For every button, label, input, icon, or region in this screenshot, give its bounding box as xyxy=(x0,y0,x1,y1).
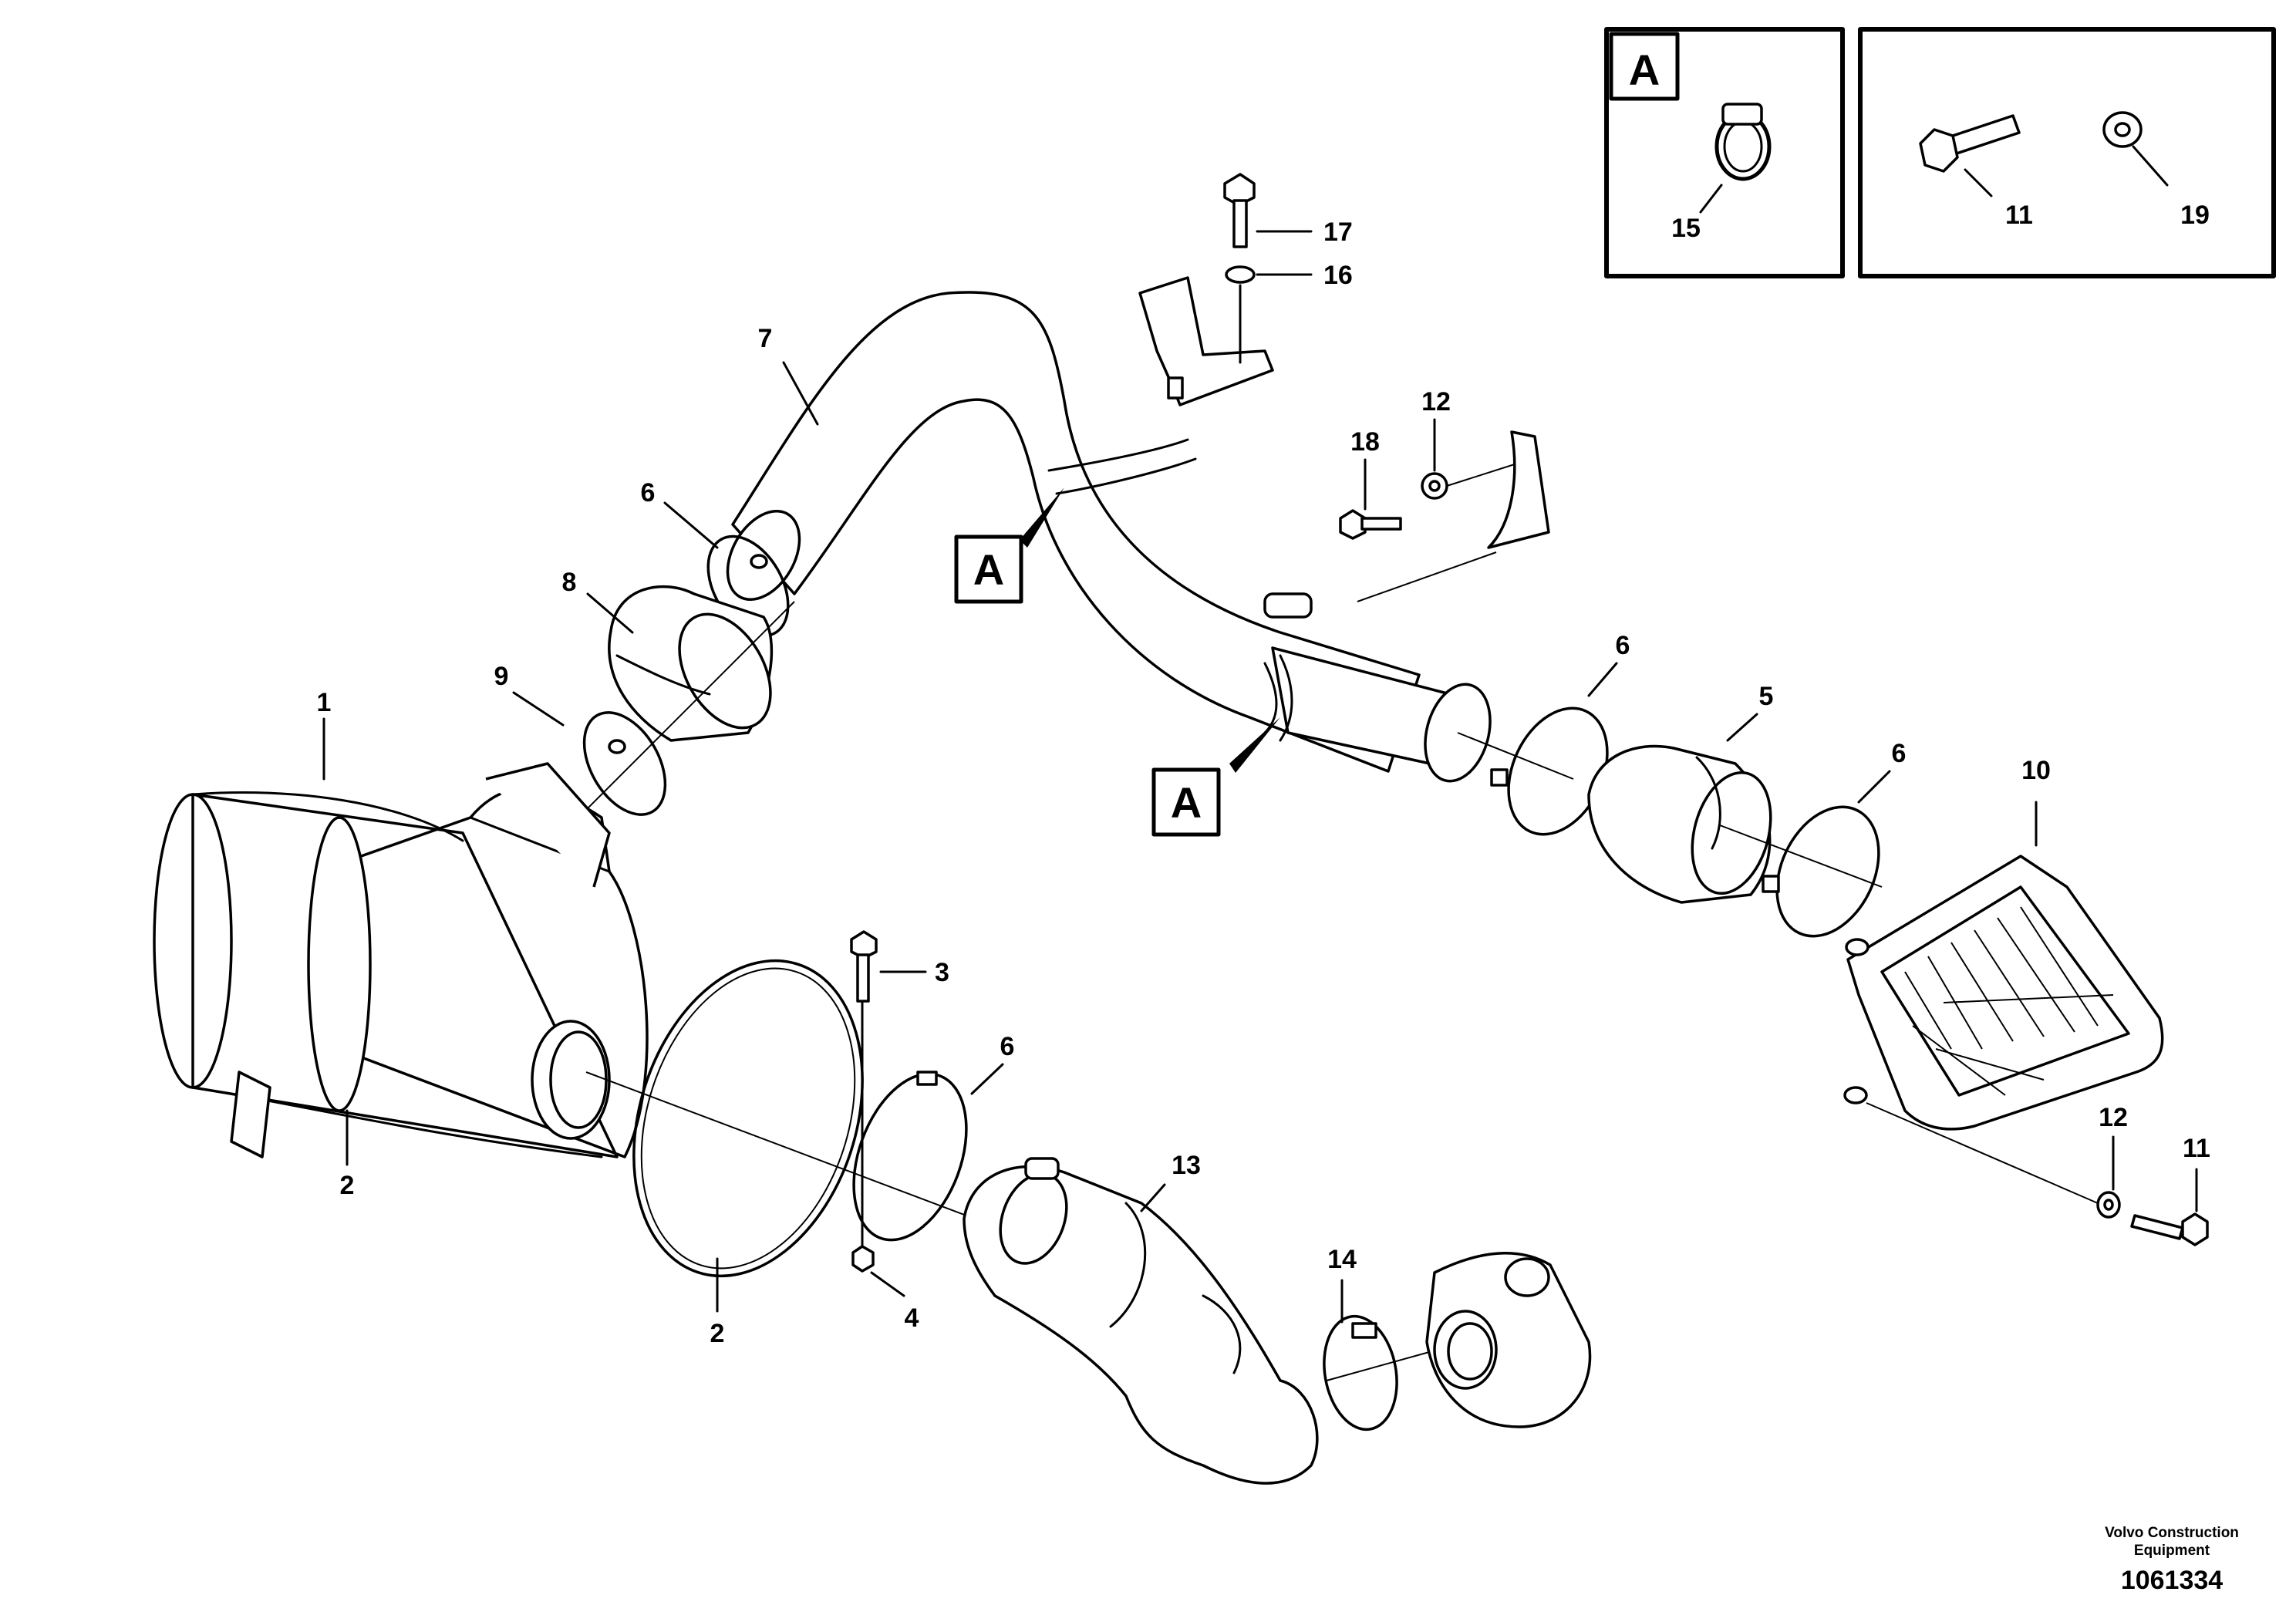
callout-6-right: 6 xyxy=(1616,631,1630,660)
detail-box-fasteners: 11 19 xyxy=(1858,27,2276,278)
mounting-bracket xyxy=(1138,276,1274,406)
callout-2-left: 2 xyxy=(340,1171,355,1200)
callout-8: 8 xyxy=(562,568,577,597)
rubber-hose-8 xyxy=(608,585,774,742)
callout-12-upper: 12 xyxy=(1421,387,1451,416)
callout-15: 15 xyxy=(1671,214,1701,243)
washer-icon xyxy=(2102,111,2143,148)
elbow-hose-13 xyxy=(963,1157,1319,1485)
clamp-14 xyxy=(1323,1314,1398,1431)
section-a-marker-lower: A xyxy=(1151,717,1280,837)
drawing-number: 1061334 xyxy=(2121,1566,2223,1595)
bolt-17 xyxy=(1223,173,1256,364)
detail-box-a-letter: A xyxy=(1629,46,1660,94)
callout-2-lower: 2 xyxy=(710,1319,725,1348)
callout-5: 5 xyxy=(1759,682,1774,711)
clip-bracket xyxy=(1487,430,1550,549)
callout-6-upper: 6 xyxy=(641,478,656,508)
footer-company-line1: Volvo Construction xyxy=(2105,1525,2239,1541)
callout-17: 17 xyxy=(1323,218,1353,247)
callout-3: 3 xyxy=(935,958,949,987)
callout-13: 13 xyxy=(1172,1151,1201,1180)
callout-19: 19 xyxy=(2180,201,2210,230)
callout-4: 4 xyxy=(905,1303,919,1333)
section-a-marker-upper: A xyxy=(954,487,1064,604)
hose-5 xyxy=(1587,744,1772,904)
callout-6-far-right: 6 xyxy=(1892,739,1907,768)
callout-12-lower: 12 xyxy=(2099,1103,2128,1132)
turbocharger-inlet xyxy=(1425,1251,1592,1428)
callout-6-lower: 6 xyxy=(1000,1032,1015,1061)
clamp-9 xyxy=(582,711,667,816)
hose-clamp-icon xyxy=(1714,103,1772,181)
callout-1: 1 xyxy=(317,688,332,717)
callout-9: 9 xyxy=(494,662,509,691)
footer-company-line2: Equipment xyxy=(2134,1543,2210,1559)
callout-11-detail: 11 xyxy=(2005,201,2033,230)
bolt-11-lower xyxy=(2130,1212,2209,1246)
callout-10: 10 xyxy=(2021,756,2051,785)
mounting-band-2 xyxy=(632,959,864,1278)
washer-12-upper xyxy=(1421,472,1448,500)
callout-11-lower: 11 xyxy=(2183,1134,2210,1163)
intake-cover-10 xyxy=(1843,855,2164,1131)
clamp-6-far-right xyxy=(1762,805,1880,938)
flange-bolt-icon xyxy=(1919,114,2021,173)
callout-18: 18 xyxy=(1350,427,1380,457)
detail-box-a: A 15 xyxy=(1604,27,1845,278)
footer-block: Volvo Construction Equipment 1061334 xyxy=(2105,1525,2239,1595)
air-filter-housing xyxy=(153,762,649,1158)
cover-grille xyxy=(1904,906,2114,1096)
callout-16: 16 xyxy=(1323,261,1353,290)
bolt-18 xyxy=(1339,509,1402,540)
washer-12-lower xyxy=(2096,1191,2121,1219)
svg-text:A: A xyxy=(973,545,1004,594)
callout-14: 14 xyxy=(1327,1245,1357,1274)
callout-7: 7 xyxy=(758,324,773,353)
bolt-3 xyxy=(850,930,878,1273)
svg-text:A: A xyxy=(1171,778,1202,827)
clamp-6-lower xyxy=(852,1071,968,1242)
